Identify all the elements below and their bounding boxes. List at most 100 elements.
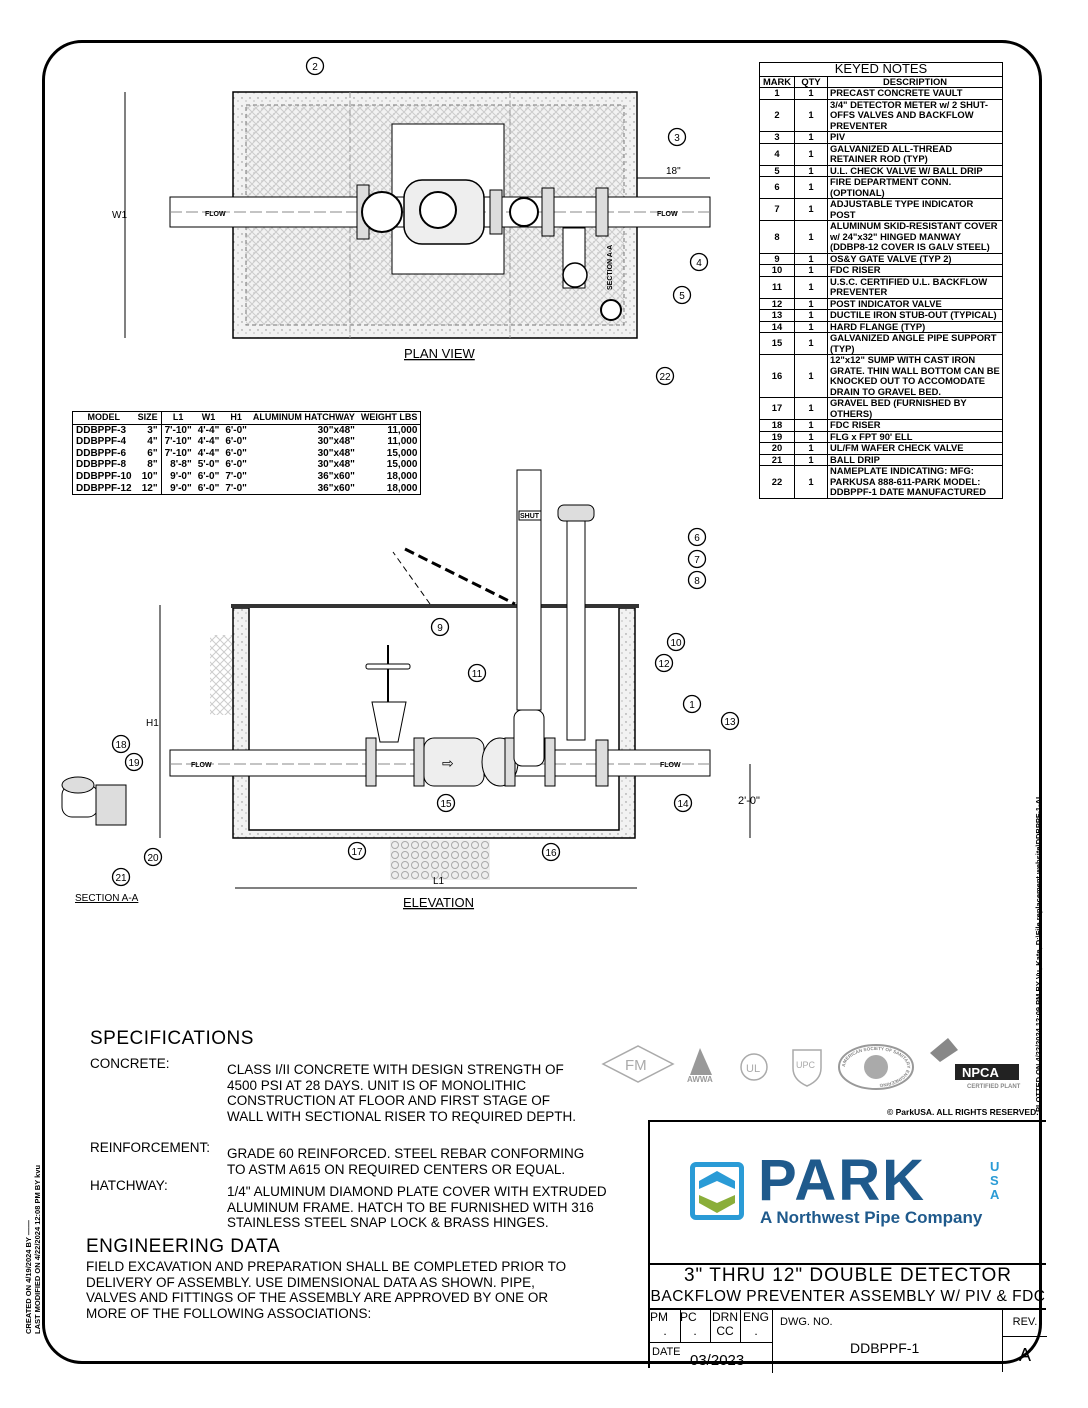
section-a-a: SECTION A-A bbox=[61, 776, 139, 904]
model-cell: 4" bbox=[134, 436, 162, 448]
model-cell: 9'-0" bbox=[170, 482, 192, 494]
callout-6: 6 bbox=[687, 527, 707, 547]
note-qty: 1 bbox=[794, 332, 828, 355]
model-cell: 7'-0" bbox=[225, 482, 247, 494]
callout-number: 2 bbox=[312, 62, 318, 73]
note-qty: 1 bbox=[794, 354, 828, 398]
note-mark: 2 bbox=[759, 98, 795, 132]
spec-line: WALL WITH SECTIONAL RISER TO REQUIRED DE… bbox=[227, 1108, 577, 1124]
dwg-no-label: DWG. NO. bbox=[780, 1316, 833, 1328]
note-description: POST INDICATOR VALVE bbox=[827, 297, 1003, 310]
callout-number: 17 bbox=[351, 847, 363, 858]
model-cell: 6'-0" bbox=[225, 447, 247, 459]
section-label: SECTION A-A bbox=[75, 893, 139, 904]
pc-label: PC bbox=[680, 1310, 697, 1324]
note-description: GALVANIZED ANGLE PIPE SUPPORT (TYP) bbox=[827, 332, 1003, 355]
note-qty: 1 bbox=[794, 465, 828, 499]
note-description: U.S.C. CERTIFIED U.L. BACKFLOW PREVENTER bbox=[827, 275, 1003, 299]
callout-number: 1 bbox=[689, 700, 695, 711]
note-mark: 3 bbox=[759, 131, 795, 144]
spec-label: CONCRETE: bbox=[90, 1056, 170, 1071]
note-description: OS&Y GATE VALVE (TYP 2) bbox=[827, 252, 1003, 265]
plan-view-label: PLAN VIEW bbox=[404, 346, 476, 361]
dwg-no-value: DDBPPF-1 bbox=[850, 1340, 920, 1356]
callout-number: 6 bbox=[694, 533, 700, 544]
model-cell: 7'-10" bbox=[164, 447, 192, 459]
model-cell: 12" bbox=[134, 482, 162, 495]
note-qty: 1 bbox=[794, 176, 828, 199]
spec-line: STAINLESS STEEL SNAP LOCK & BRASS HINGES… bbox=[227, 1215, 549, 1230]
callout-number: 7 bbox=[694, 555, 700, 566]
note-description: BALL DRIP bbox=[827, 453, 1003, 466]
model-cell: 6'-0" bbox=[225, 424, 247, 436]
note-mark: 17 bbox=[759, 397, 795, 420]
model-cell: 7'-10" bbox=[164, 424, 192, 436]
model-col-header: WEIGHT LBS bbox=[357, 411, 421, 425]
callout-number: 3 bbox=[674, 133, 680, 144]
drn-value: CC bbox=[716, 1324, 734, 1338]
flow-label: FLOW bbox=[657, 211, 678, 218]
dim-18in: 18" bbox=[666, 166, 681, 177]
note-qty: 1 bbox=[794, 430, 828, 443]
note-qty: 1 bbox=[794, 297, 828, 310]
callout-10: 10 bbox=[666, 632, 686, 652]
note-description: UL/FM WAFER CHECK VALVE bbox=[827, 442, 1003, 455]
callout-19: 19 bbox=[124, 752, 144, 772]
model-cell: 18,000 bbox=[386, 470, 418, 482]
spec-line: 4500 PSI AT 28 DAYS. UNIT IS OF MONOLITH… bbox=[227, 1077, 527, 1093]
eng-label: ENG bbox=[742, 1310, 769, 1324]
flow-label: FLOW bbox=[660, 762, 681, 769]
note-qty: 1 bbox=[794, 442, 828, 455]
note-qty: 1 bbox=[794, 397, 828, 420]
model-cell: DDBPPF-12 bbox=[76, 482, 132, 494]
spec-label: HATCHWAY: bbox=[90, 1178, 168, 1193]
callout-1: 1 bbox=[682, 694, 702, 714]
note-mark: 14 bbox=[759, 320, 795, 333]
note-qty: 1 bbox=[794, 264, 828, 277]
callout-11: 11 bbox=[467, 663, 487, 683]
note-description: GALVANIZED ALL-THREAD RETAINER ROD (TYP) bbox=[827, 142, 1003, 166]
note-mark: 21 bbox=[759, 453, 795, 466]
note-description: DUCTILE IRON STUB-OUT (TYPICAL) bbox=[827, 309, 1003, 322]
note-mark: 10 bbox=[759, 264, 795, 277]
note-description: ADJUSTABLE TYPE INDICATOR POST bbox=[827, 198, 1003, 221]
pc-value: . bbox=[693, 1324, 697, 1338]
note-mark: 7 bbox=[759, 198, 795, 221]
pm-label: PM bbox=[650, 1310, 668, 1324]
note-qty: 1 bbox=[794, 98, 828, 132]
note-mark: 18 bbox=[759, 419, 795, 432]
callout-13: 13 bbox=[720, 711, 740, 731]
callout-number: 14 bbox=[677, 799, 689, 810]
note-mark: 5 bbox=[759, 164, 795, 177]
callout-number: 4 bbox=[696, 258, 702, 269]
note-description: PRECAST CONCRETE VAULT bbox=[827, 87, 1003, 100]
model-col-header: W1 bbox=[194, 411, 223, 425]
model-col-header: ALUMINUM HATCHWAY bbox=[249, 411, 358, 425]
model-cell: 5'-0" bbox=[197, 459, 220, 471]
spec-line: 1/4" ALUMINUM DIAMOND PLATE COVER WITH E… bbox=[227, 1184, 607, 1199]
logo-tagline: A Northwest Pipe Company bbox=[760, 1208, 983, 1227]
flow-arrow-icon: ⇨ bbox=[442, 755, 454, 771]
elevation-label: ELEVATION bbox=[403, 895, 474, 910]
dim-2ft: 2'-0" bbox=[738, 795, 760, 807]
col-qty: QTY bbox=[794, 75, 828, 88]
model-cell: 15,000 bbox=[386, 447, 418, 459]
model-cell: 11,000 bbox=[387, 424, 418, 436]
note-qty: 1 bbox=[794, 275, 828, 299]
callout-number: 9 bbox=[437, 623, 443, 634]
plan-view: FLOW FLOW SECTION A-A W1 18" PLAN VIEW bbox=[112, 91, 711, 361]
callout-number: 19 bbox=[128, 758, 140, 769]
